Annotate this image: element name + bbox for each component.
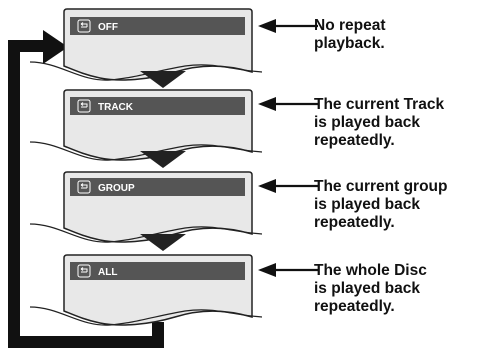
screen-group: GROUP (29, 171, 263, 243)
screen-track: TRACK (29, 89, 263, 161)
description-line: is played back (314, 196, 420, 213)
description-line: The current Track (314, 96, 445, 113)
screen-all: ALL (29, 254, 263, 326)
repeat-icon (77, 99, 91, 113)
description-all: The whole Disc is played back repeatedly… (314, 262, 490, 316)
description-line: repeatedly. (314, 214, 395, 231)
down-arrow-2 (140, 151, 186, 168)
screen-track-edge (29, 141, 263, 161)
description-line: repeatedly. (314, 298, 395, 315)
screen-track-label: TRACK (98, 102, 134, 113)
description-line: The current group (314, 178, 448, 195)
callout-arrow-all (258, 263, 318, 277)
down-arrow-3 (140, 234, 186, 251)
repeat-icon (77, 19, 91, 33)
repeat-icon (77, 180, 91, 194)
screen-track-bar (70, 97, 245, 115)
down-arrow-1 (140, 71, 186, 88)
callout-arrow-off (258, 19, 318, 33)
description-track: The current Track is played back repeate… (314, 96, 490, 150)
screen-off-edge (29, 61, 263, 81)
callout-arrow-group (258, 179, 318, 193)
screen-off: OFF (29, 8, 263, 81)
description-line: The whole Disc (314, 262, 427, 279)
repeat-icon (77, 264, 91, 278)
screen-group-label: GROUP (98, 183, 135, 194)
loop-back-arrow (8, 30, 164, 348)
description-group: The current group is played back repeate… (314, 178, 490, 232)
screen-all-edge (29, 306, 263, 326)
screen-group-edge (29, 223, 263, 243)
screen-group-bar (70, 178, 245, 196)
screen-off-label: OFF (98, 22, 118, 33)
description-line: playback. (314, 35, 385, 52)
screen-all-label: ALL (98, 267, 117, 278)
loop-back-arrow-head (43, 30, 68, 64)
description-line: is played back (314, 280, 420, 297)
description-off: No repeat playback. (314, 17, 490, 53)
screen-all-bar (70, 262, 245, 280)
description-line: is played back (314, 114, 420, 131)
callout-arrow-track (258, 97, 318, 111)
description-line: No repeat (314, 17, 386, 34)
description-line: repeatedly. (314, 132, 395, 149)
screen-off-bar (70, 17, 245, 35)
